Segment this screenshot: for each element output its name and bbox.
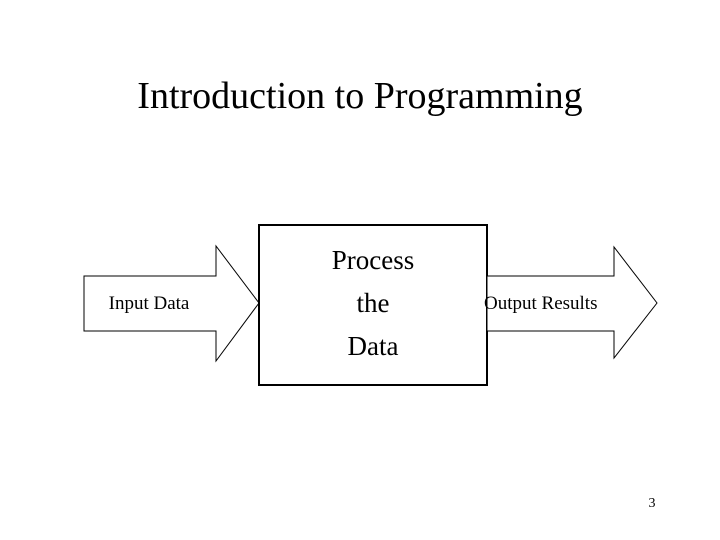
- output-arrow-label: Output Results: [484, 293, 598, 314]
- page-title: Introduction to Programming: [137, 75, 583, 117]
- process-box-label: Process the Data: [259, 239, 487, 368]
- process-box-line-2: the: [356, 288, 390, 318]
- page-number: 3: [648, 496, 656, 511]
- output-arrow-shape: [486, 245, 658, 360]
- process-box-line-3: Data: [347, 331, 399, 361]
- process-box-shape: [258, 224, 488, 386]
- input-arrow-label: Input Data: [108, 293, 190, 314]
- input-arrow-shape: [83, 244, 260, 363]
- process-box-line-1: Process: [331, 245, 415, 275]
